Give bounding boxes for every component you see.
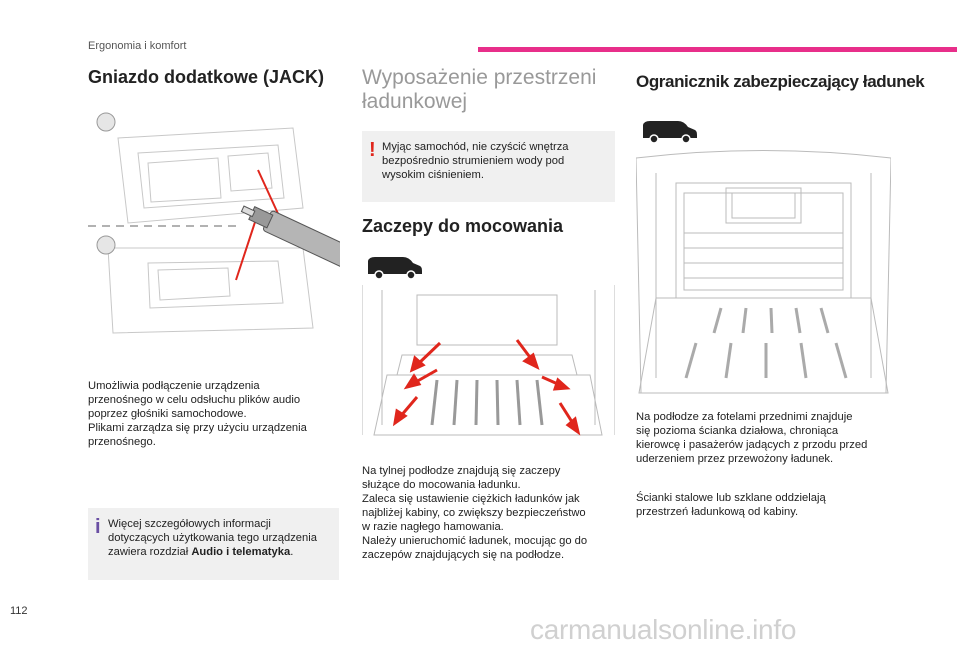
page-number: 112 xyxy=(10,605,28,617)
van-icon xyxy=(365,252,425,280)
warning-line: bezpośrednio strumieniem wody pod xyxy=(382,155,565,167)
info-icon: i xyxy=(95,516,101,538)
warning-icon: ! xyxy=(369,139,376,161)
cargo-section-title: Wyposażenie przestrzeni ładunkowej xyxy=(362,66,622,114)
anchors-description-line: Należy unieruchomić ładunek, mocując go … xyxy=(362,535,588,547)
jack-description-line: przenośnego w celu odsłuchu plików audio xyxy=(88,394,301,406)
cargo-barrier-title: Ogranicznik zabezpieczający ładunek xyxy=(636,72,925,91)
section-label: Ergonomia i komfort xyxy=(88,40,187,52)
warning-line: wysokim ciśnieniem. xyxy=(382,169,484,181)
info-line: dotyczących użytkowania tego urządzenia xyxy=(108,532,317,544)
cargo-title-line: ładunkowej xyxy=(362,90,468,113)
info-box: i Więcej szczegółowych informacji dotycz… xyxy=(88,508,339,580)
anchors-description: Na tylnej podłodze znajdują się zaczepy … xyxy=(362,464,615,562)
jack-description-line: Plikami zarządza się przy użyciu urządze… xyxy=(88,422,307,434)
anchors-description-line: Zaleca się ustawienie ciężkich ładunków … xyxy=(362,493,580,505)
info-line-last: zawiera rozdział Audio i telematyka. xyxy=(108,545,332,559)
info-line: Więcej szczegółowych informacji xyxy=(108,518,271,530)
cargo-barrier-illustration xyxy=(636,150,891,394)
watermark: carmanualsonline.info xyxy=(530,614,797,645)
anchors-description-line: służące do mocowania ładunku. xyxy=(362,479,521,491)
warning-box: ! Myjąc samochód, nie czyścić wnętrza be… xyxy=(362,131,615,202)
anchors-description-line: zaczepów znajdujących się na podłodze. xyxy=(362,549,565,561)
barrier-description-line: uderzeniem przez przewożony ładunek. xyxy=(636,453,834,465)
jack-description: Umożliwia podłączenie urządzenia przenoś… xyxy=(88,379,340,449)
barrier-description: Na podłodze za fotelami przednimi znajdu… xyxy=(636,410,891,466)
cargo-title-line: Wyposażenie przestrzeni xyxy=(362,66,597,89)
barrier-description-line: kierowcę i pasażerów jadących z przodu p… xyxy=(636,439,868,451)
barrier-description-line: się pozioma ścianka działowa, chroniąca xyxy=(636,425,839,437)
van-icon xyxy=(643,121,697,144)
jack-description-line: poprzez głośniki samochodowe. xyxy=(88,408,247,420)
partition-description: Ścianki stalowe lub szklane oddzielają p… xyxy=(636,491,891,519)
anchors-subtitle: Zaczepy do mocowania xyxy=(362,216,564,236)
anchors-description-line: najbliżej kabiny, co zwiększy bezpieczeń… xyxy=(362,507,586,519)
info-line-end: . xyxy=(290,546,294,558)
anchors-description-line: Na tylnej podłodze znajdują się zaczepy xyxy=(362,465,561,477)
partition-description-line: Ścianki stalowe lub szklane oddzielają xyxy=(636,492,826,504)
section-accent-bar xyxy=(478,47,957,52)
jack-section-title: Gniazdo dodatkowe (JACK) xyxy=(88,67,325,87)
cargo-floor-anchors-illustration xyxy=(362,285,615,436)
info-chapter-link: Audio i telematyka xyxy=(191,546,291,558)
partition-description-line: przestrzeń ładunkową od kabiny. xyxy=(636,506,799,518)
barrier-description-line: Na podłodze za fotelami przednimi znajdu… xyxy=(636,411,853,423)
jack-description-line: Umożliwia podłączenie urządzenia xyxy=(88,380,260,392)
info-line-text: zawiera rozdział xyxy=(108,546,189,558)
warning-line: Myjąc samochód, nie czyścić wnętrza xyxy=(382,141,569,153)
jack-description-line: przenośnego. xyxy=(88,436,156,448)
anchors-description-line: w razie nagłego hamowania. xyxy=(362,521,504,533)
jack-socket-illustration xyxy=(88,112,340,334)
